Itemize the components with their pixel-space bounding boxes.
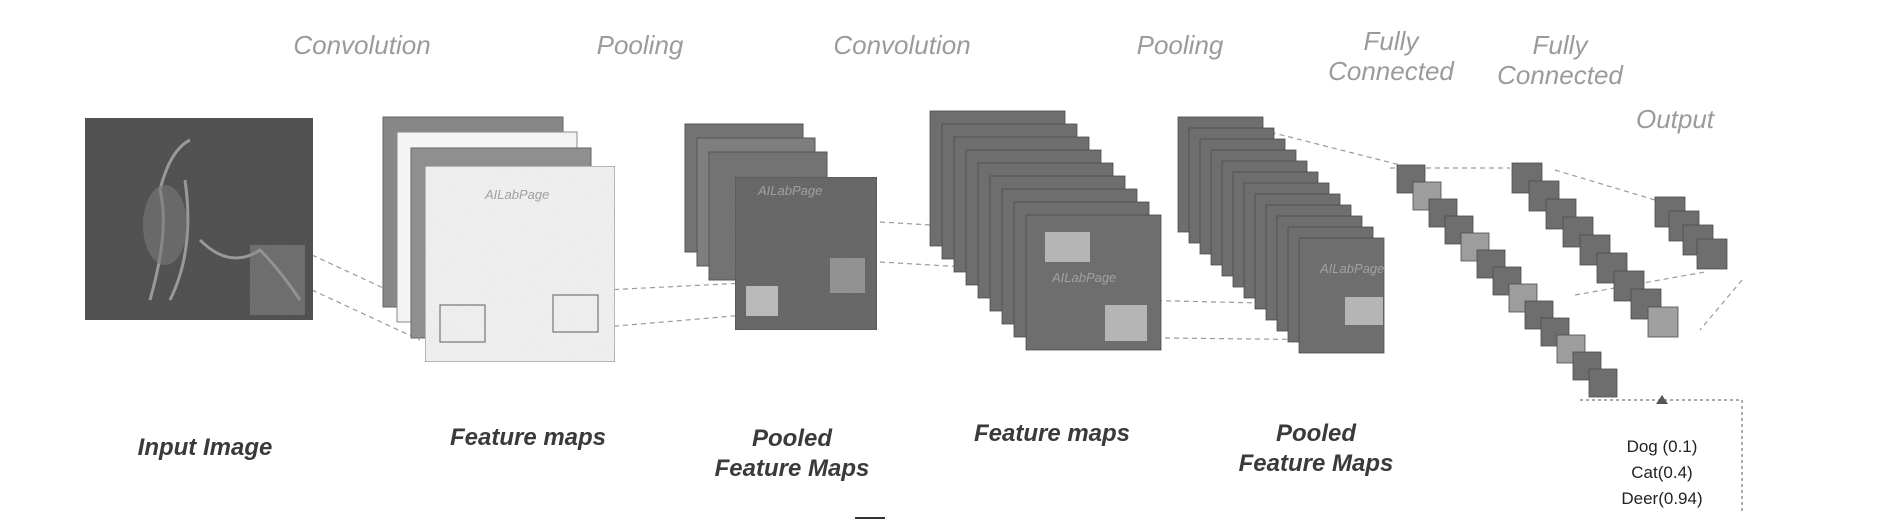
stage-title-fully-connected-1-line1: Fully <box>1364 26 1421 56</box>
output-layer <box>1654 196 1728 270</box>
label-pooled-1-line1: Pooled <box>752 425 833 452</box>
stage-title-pooling-1: Pooling <box>597 30 684 60</box>
label-feature-maps-1: Feature maps <box>450 424 606 451</box>
fully-connected-layer-1 <box>1396 164 1618 398</box>
pooled-feature-maps-1: AILabPage <box>684 123 878 331</box>
output-neuron-4 <box>1696 238 1728 270</box>
stage-title-convolution-1: Convolution <box>293 30 430 60</box>
watermark-feature-maps-2: AILabPage <box>1051 270 1116 285</box>
stage-title-fully-connected-1-line2: Connected <box>1328 56 1455 86</box>
feature-maps-1: AILabPage <box>382 116 616 363</box>
watermark-feature-maps-1: AILabPage <box>484 187 549 202</box>
result-dog: Dog (0.1) <box>1627 437 1698 456</box>
pooled-map-2-layer-12 <box>1298 237 1385 354</box>
fc1-neuron-9 <box>1524 300 1554 330</box>
stage-title-fully-connected-2-line1: Fully <box>1533 30 1590 60</box>
feature-maps-2: AILabPage <box>929 110 1162 351</box>
label-pooled-2-line1: Pooled <box>1276 420 1357 447</box>
label-feature-maps-2: Feature maps <box>974 420 1130 447</box>
fc2-neuron-9 <box>1647 306 1679 338</box>
fc2-neuron-3 <box>1545 198 1577 230</box>
watermark-pooled-1: AILabPage <box>757 183 822 198</box>
watermark-pooled-2: AILabPage <box>1319 261 1384 276</box>
feature-map-2-patch-top <box>1045 232 1090 262</box>
stage-title-pooling-2: Pooling <box>1137 30 1224 60</box>
fc1-neuron-8 <box>1508 283 1538 313</box>
fully-connected-layer-2 <box>1511 162 1679 338</box>
fc1-neuron-13 <box>1588 368 1618 398</box>
stage-title-fully-connected-2-line2: Connected <box>1497 60 1624 90</box>
pooled-feature-maps-2: AILabPage <box>1177 116 1385 354</box>
fc2-neuron-8 <box>1630 288 1662 320</box>
fc1-neuron-2 <box>1412 181 1442 211</box>
feature-map-2-patch-bottom <box>1105 305 1147 341</box>
stage-title-output: Output <box>1636 104 1716 134</box>
label-pooled-1-line2: Feature Maps <box>715 455 870 482</box>
output-results-box: Dog (0.1) Cat(0.4) Deer(0.94) <box>1580 395 1743 512</box>
label-pooled-2-line2: Feature Maps <box>1239 450 1394 477</box>
label-input-image: Input Image <box>138 434 273 461</box>
fc1-neuron-12 <box>1572 351 1602 381</box>
pooled-map-2-patch <box>1345 297 1383 325</box>
stage-title-convolution-2: Convolution <box>833 30 970 60</box>
result-deer: Deer(0.94) <box>1621 489 1702 508</box>
result-cat: Cat(0.4) <box>1631 463 1692 482</box>
input-image <box>85 118 313 320</box>
